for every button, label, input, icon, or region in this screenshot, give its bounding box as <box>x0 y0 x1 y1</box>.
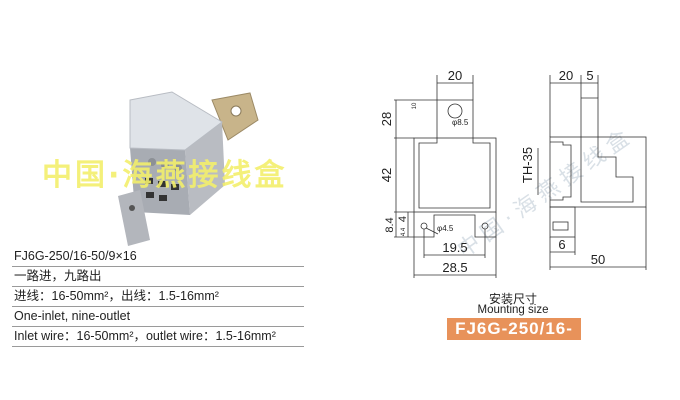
dim-50: 50 <box>591 252 605 267</box>
spec-model: FJ6G-250/16-50/9×16 <box>12 247 304 267</box>
dim-side-5: 5 <box>586 68 593 83</box>
dim-19-5: 19.5 <box>442 240 467 255</box>
caption-zh: 安装尺寸 <box>488 292 537 306</box>
dim-10: 10 <box>412 102 418 109</box>
dim-side-20: 20 <box>559 68 573 83</box>
model-badge: FJ6G-250/16-50 <box>447 318 581 360</box>
foot-hole <box>129 205 135 211</box>
spec-wire-zh: 进线：16-50mm²，出线：1.5-16mm² <box>12 287 304 307</box>
front-view <box>394 75 497 278</box>
dim-hole-8-5: φ8.5 <box>452 118 469 127</box>
dim-42: 42 <box>379 168 394 182</box>
dim-8-4: 8.4 <box>384 217 396 232</box>
spec-inout-zh: 一路进，九路出 <box>12 267 304 287</box>
spec-inout-en: One-inlet, nine-outlet <box>12 307 304 327</box>
clear-cover <box>129 91 223 151</box>
dim-front-20: 20 <box>448 68 462 83</box>
foot <box>118 190 150 246</box>
dim-4: 4 <box>397 216 409 222</box>
dim-4-4: 4.4 <box>401 227 407 236</box>
dim-28: 28 <box>379 112 394 126</box>
dim-6: 6 <box>558 237 565 252</box>
dim-th35: TH-35 <box>520 147 535 183</box>
spec-wire-en: Inlet wire：16-50mm²，outlet wire：1.5-16mm… <box>12 327 304 347</box>
dim-hole-4-5: φ4.5 <box>437 224 454 233</box>
housing-side <box>185 122 225 215</box>
lug-hole <box>230 105 242 117</box>
dim-28-5: 28.5 <box>442 260 467 275</box>
busbar-lug <box>211 92 259 141</box>
side-view <box>537 75 647 270</box>
caption-en: Mounting size <box>477 304 549 316</box>
watermark: 中国·海燕接线盒 <box>42 158 288 193</box>
